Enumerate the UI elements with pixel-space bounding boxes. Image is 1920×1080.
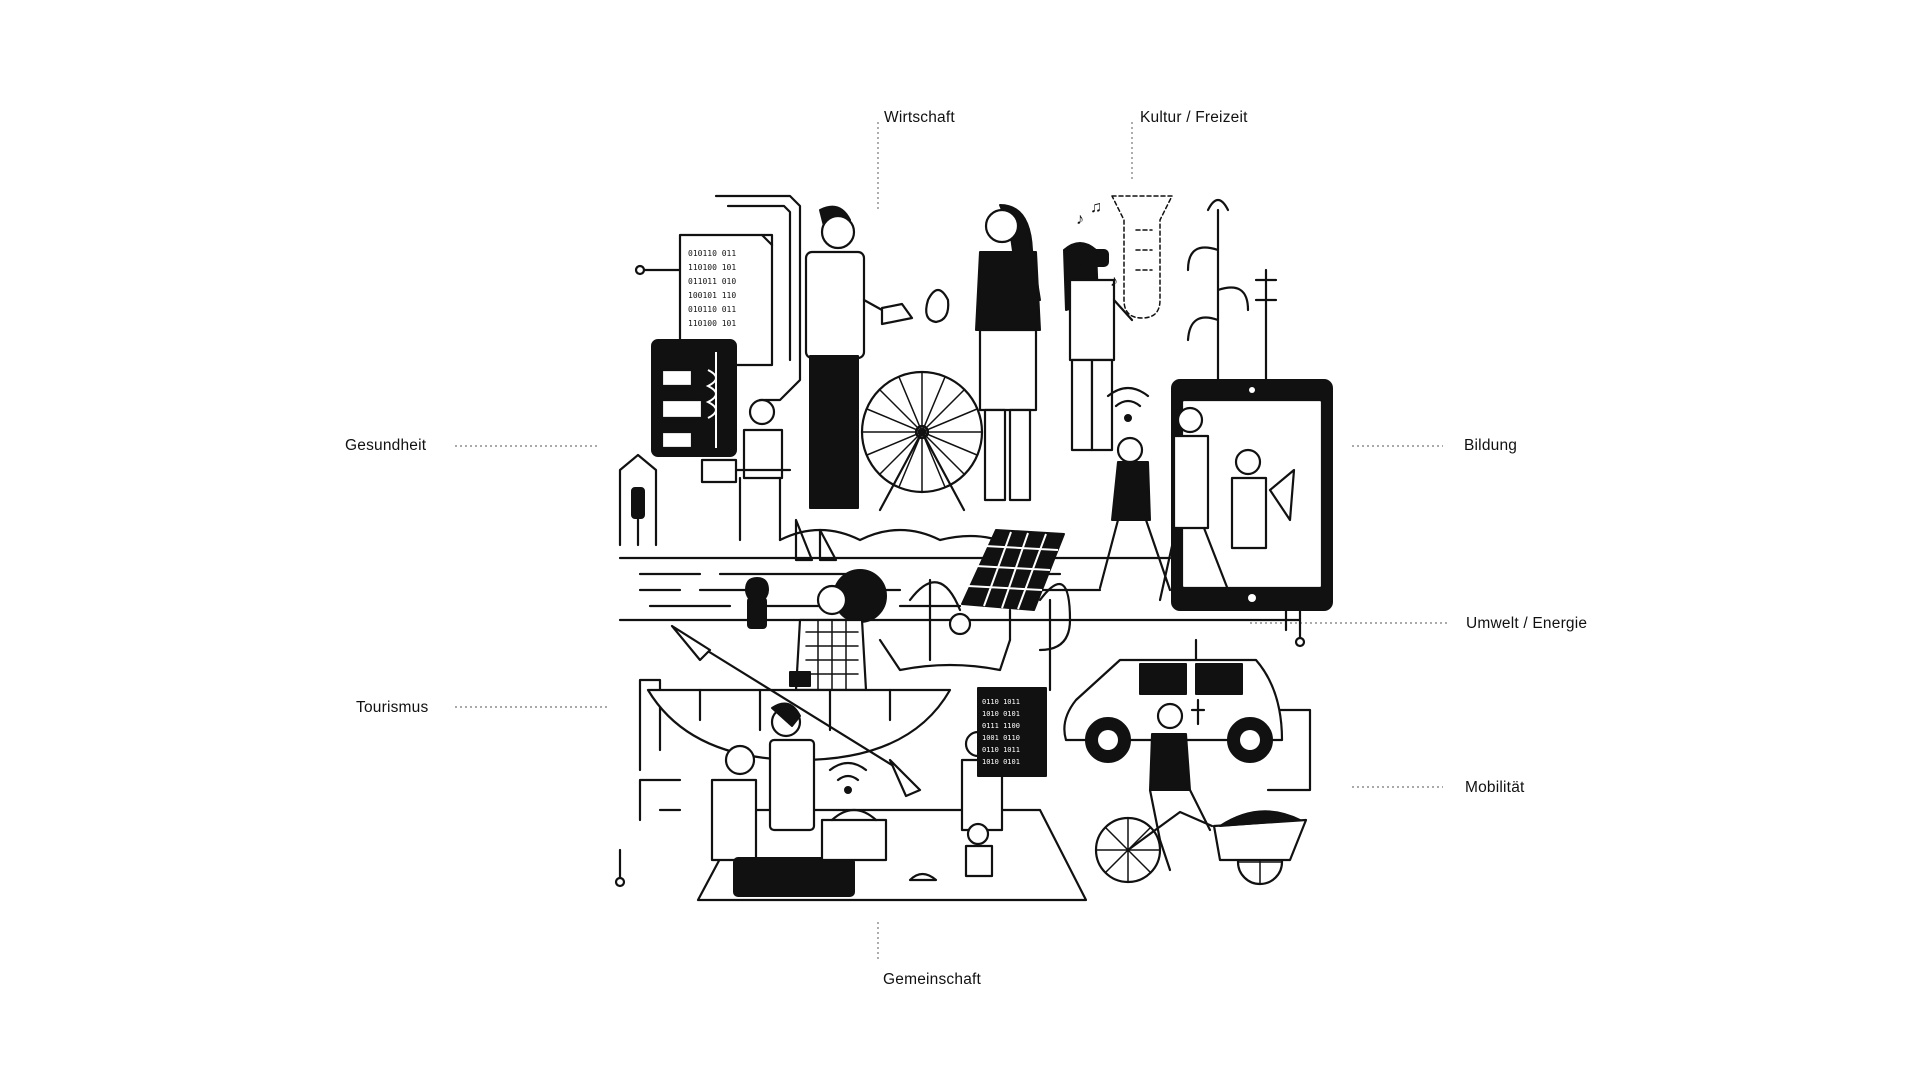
svg-text:1010 0101: 1010 0101 <box>982 758 1020 766</box>
tuba-icon <box>1111 195 1173 319</box>
electric-car-icon <box>1063 658 1284 763</box>
label-umwelt-energie: Umwelt / Energie <box>1466 615 1588 632</box>
label-gemeinschaft: Gemeinschaft <box>883 971 982 988</box>
wifi-icon-2 <box>828 761 868 794</box>
label-wirtschaft: Wirtschaft <box>884 109 955 126</box>
svg-text:1010 0101: 1010 0101 <box>982 710 1020 718</box>
leader-lines <box>455 122 1450 960</box>
data-board: 0110 1011 1010 0101 0111 1100 1001 0110 … <box>977 687 1047 777</box>
svg-text:♪: ♪ <box>1110 273 1118 290</box>
label-tourismus: Tourismus <box>356 699 429 716</box>
svg-text:♫: ♫ <box>1090 199 1102 216</box>
svg-text:110100 101: 110100 101 <box>688 263 736 272</box>
hammock-person <box>878 612 1012 672</box>
svg-text:100101 110: 100101 110 <box>688 291 736 300</box>
woman-with-pear <box>925 204 1041 502</box>
wifi-icon <box>1106 386 1150 422</box>
svg-text:0110 1011: 0110 1011 <box>982 746 1020 754</box>
solar-panel-icon <box>961 529 1065 642</box>
ferris-wheel-icon <box>860 370 984 512</box>
cargo-bike-icon <box>1094 702 1308 886</box>
vr-headset-woman <box>1063 242 1134 452</box>
health-phone-icon <box>651 339 737 457</box>
picnic-people <box>710 702 1004 897</box>
plants-icon <box>1186 198 1278 382</box>
man-with-toy-car <box>804 205 914 509</box>
traffic-light-icon <box>618 453 658 547</box>
label-gesundheit: Gesundheit <box>345 437 427 454</box>
svg-text:0110 1011: 0110 1011 <box>982 698 1020 706</box>
label-mobilitaet: Mobilität <box>1465 779 1525 796</box>
tourist-with-phone <box>745 569 887 692</box>
svg-text:010110 011: 010110 011 <box>688 305 736 314</box>
svg-text:110100 101: 110100 101 <box>688 319 736 328</box>
svg-text:0111 1100: 0111 1100 <box>982 722 1020 730</box>
walking-students <box>1098 406 1296 602</box>
svg-text:010110 011: 010110 011 <box>688 249 736 258</box>
svg-text:1001 0110: 1001 0110 <box>982 734 1020 742</box>
label-kultur-freizeit: Kultur / Freizeit <box>1140 109 1248 126</box>
svg-text:♪: ♪ <box>1076 211 1084 228</box>
svg-text:011011 010: 011011 010 <box>688 277 736 286</box>
music-note-icon: ♪ ♫ ♪ <box>1076 199 1118 290</box>
trees-icon <box>908 578 1072 692</box>
sailboat-icon <box>794 518 838 562</box>
seated-patient <box>700 398 792 542</box>
label-bildung: Bildung <box>1464 437 1518 454</box>
